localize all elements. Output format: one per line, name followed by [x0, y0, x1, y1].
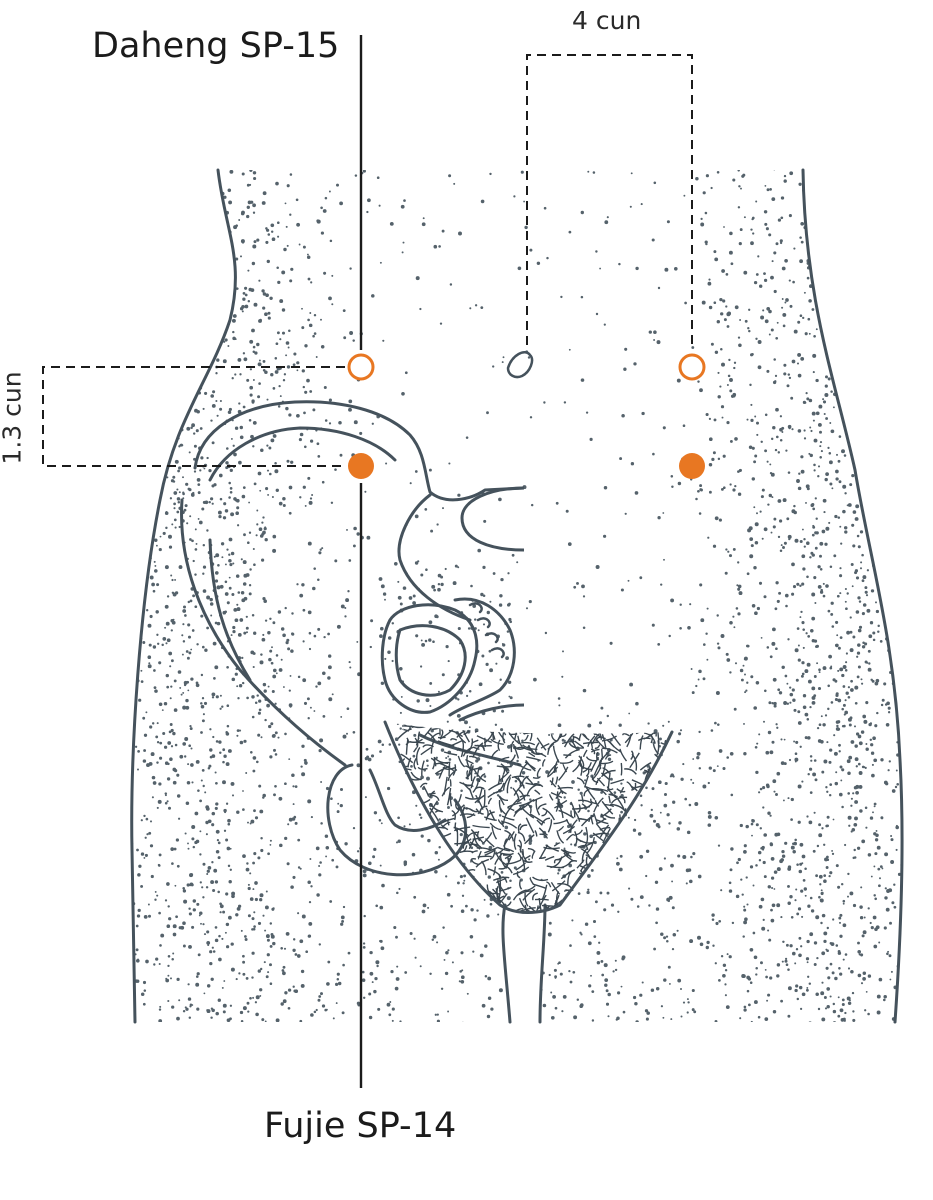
fujie-label: Fujie SP-14: [264, 1106, 457, 1146]
body-outline: [130, 168, 904, 1024]
inner-thigh-right: [538, 903, 547, 1024]
sacral-foramen-4: [490, 647, 505, 659]
sacral-foramen-3: [484, 632, 499, 644]
pubic-ramus: [448, 597, 516, 717]
daheng-right-point: [678, 353, 706, 381]
sacrum-left: [397, 493, 472, 622]
lesser-ring: [368, 768, 447, 832]
one-point-three-cun-bracket: [42, 366, 345, 467]
pubic-symphysis: [458, 703, 524, 722]
obturator-outer: [380, 603, 479, 714]
right-flank-outline: [801, 168, 904, 1024]
daheng-label: Daheng SP-15: [92, 26, 340, 66]
fujie-right-point: [679, 453, 705, 479]
four-cun-bracket: [526, 54, 693, 350]
one-point-three-cun-label: 1.3 cun: [0, 371, 27, 465]
iliac-crest: [193, 400, 524, 502]
left-flank-outline: [130, 168, 237, 1024]
skin-stipple-shading: [131, 170, 903, 1022]
obturator-inner: [394, 624, 467, 697]
four-cun-label: 4 cun: [572, 6, 642, 35]
sacral-foramen-2: [476, 617, 491, 629]
measurement-brackets: [42, 54, 693, 467]
ilium-ridge: [208, 538, 252, 682]
femoral-head-ring: [326, 763, 468, 877]
inner-thigh-left: [501, 903, 512, 1024]
acupoints: [347, 353, 706, 479]
pubic-hair-hatching: [385, 722, 672, 913]
fujie-left-point: [348, 453, 374, 479]
daheng-left-point: [347, 353, 375, 381]
iliac-wing-inner: [208, 426, 397, 482]
sacral-foramen-1: [468, 602, 483, 614]
sacral-promontory: [460, 486, 524, 552]
pubic-outline: [383, 720, 674, 914]
navel: [506, 351, 534, 379]
iliac-wing-edge: [180, 498, 347, 767]
